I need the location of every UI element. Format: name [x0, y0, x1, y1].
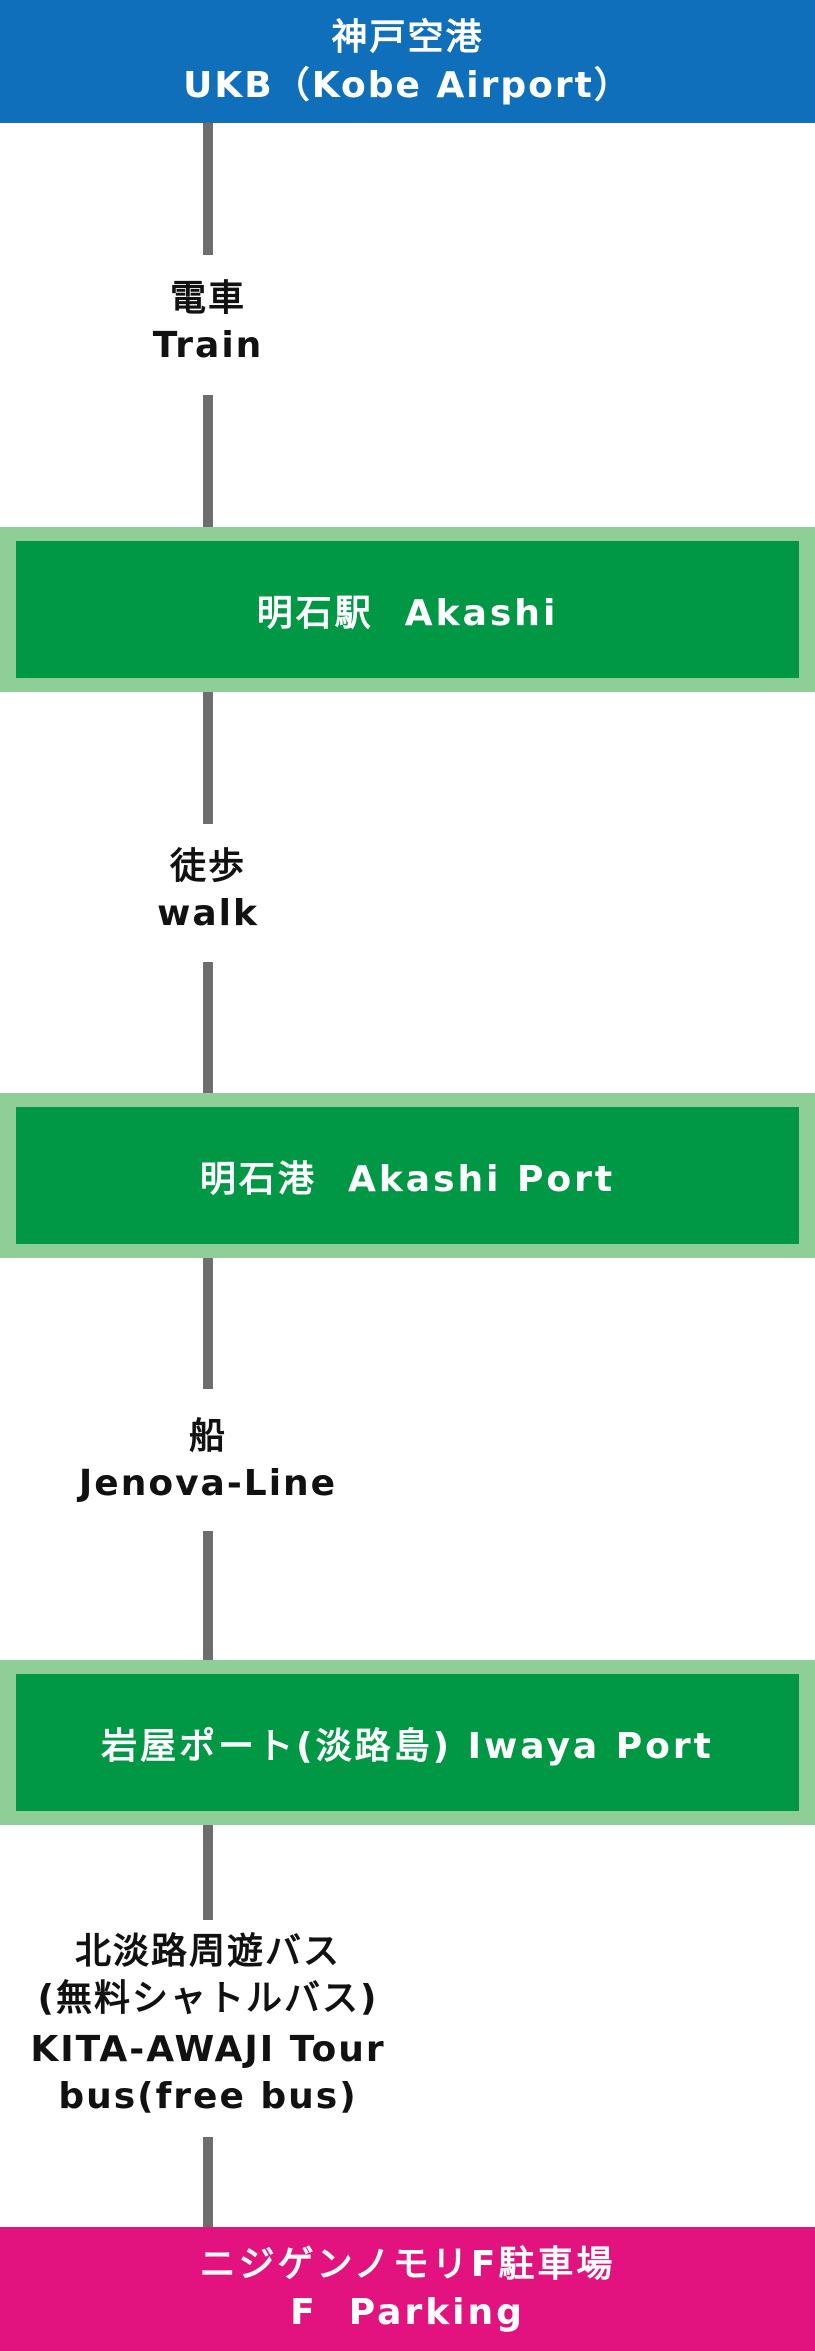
station-label: 明石駅 Akashi [16, 541, 799, 678]
start-name-ja: 神戸空港 [331, 16, 484, 58]
mode-en-line-2: bus(free bus) [58, 2076, 358, 2117]
route-line [203, 395, 213, 527]
mode-en: walk [157, 893, 259, 934]
route-line [203, 1531, 213, 1663]
start-name-en: UKB（Kobe Airport） [183, 64, 632, 106]
mode-en: Jenova-Line [78, 1463, 338, 1504]
route-line [203, 692, 213, 824]
transport-mode-walk: 徒歩 walk [0, 843, 416, 937]
mode-ja: 船 [188, 1416, 227, 1457]
station-label: 岩屋ポート(淡路島) Iwaya Port [16, 1674, 799, 1811]
route-line [203, 2137, 213, 2227]
destination-name-en: F Parking [290, 2292, 525, 2333]
route-line [203, 1825, 213, 1920]
mode-ja: 徒歩 [169, 846, 246, 887]
route-line [203, 1257, 213, 1389]
transport-mode-ship: 船 Jenova-Line [0, 1413, 416, 1507]
start-banner: 神戸空港 UKB（Kobe Airport） [0, 0, 815, 123]
station-label: 明石港 Akashi Port [16, 1107, 799, 1244]
transport-mode-train: 電車 Train [0, 275, 416, 369]
destination-banner: ニジゲンノモリF駐車場 F Parking [0, 2227, 815, 2351]
mode-ja: 電車 [169, 278, 246, 319]
station-iwaya-port: 岩屋ポート(淡路島) Iwaya Port [0, 1660, 815, 1825]
mode-ja-line-2: (無料シャトルバス) [37, 1978, 379, 2019]
station-akashi-port: 明石港 Akashi Port [0, 1093, 815, 1258]
mode-ja-line-1: 北淡路周遊バス [74, 1931, 341, 1972]
destination-name-ja: ニジゲンノモリF駐車場 [199, 2244, 616, 2285]
mode-en-line-1: KITA-AWAJI Tour [30, 2029, 386, 2070]
transport-mode-bus: 北淡路周遊バス (無料シャトルバス) KITA-AWAJI Tour bus(f… [0, 1928, 416, 2120]
mode-en: Train [152, 325, 264, 366]
route-line [203, 123, 213, 255]
station-akashi: 明石駅 Akashi [0, 527, 815, 692]
route-line [203, 962, 213, 1094]
